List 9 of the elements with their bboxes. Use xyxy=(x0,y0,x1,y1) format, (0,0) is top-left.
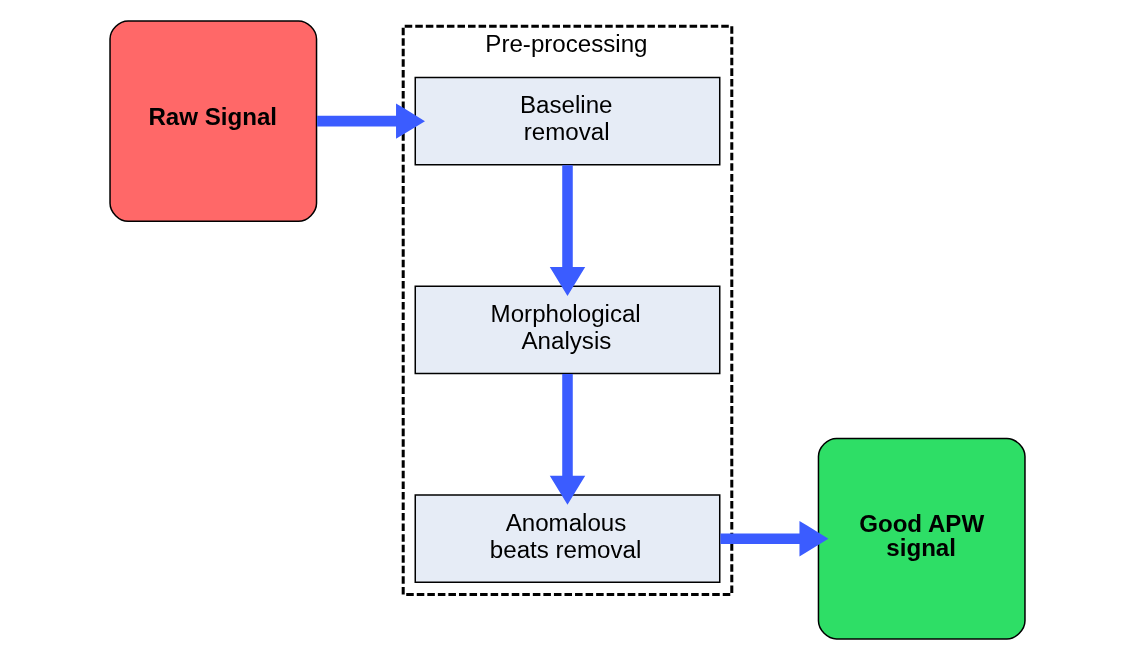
arrow xyxy=(549,374,585,505)
node-box: Baseline removal xyxy=(414,76,720,166)
arrow xyxy=(549,165,585,296)
node-box: Raw Signal xyxy=(108,20,317,223)
node-box: Morphological Analysis xyxy=(414,285,720,375)
arrow xyxy=(316,103,425,139)
node-box: Anomalous beats removal xyxy=(414,494,720,584)
node-box: Good APW signal xyxy=(817,437,1026,640)
arrow xyxy=(719,520,828,557)
